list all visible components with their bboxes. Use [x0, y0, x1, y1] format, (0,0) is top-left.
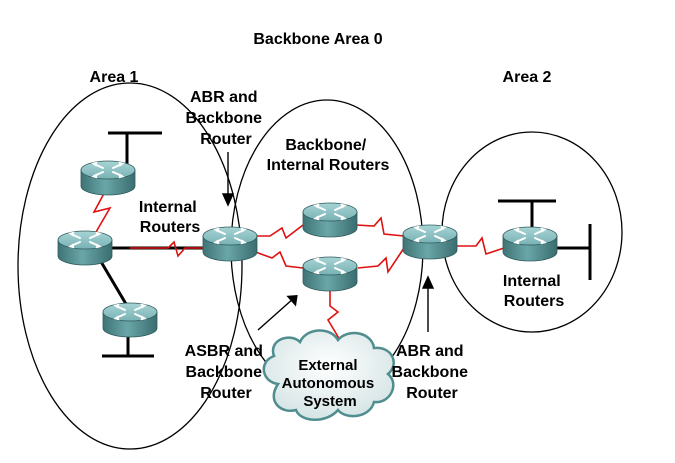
ethernet-drop-bottom-left: [98, 259, 128, 305]
router-abr-area2[interactable]: [402, 224, 458, 260]
annotation-arrows: [221, 152, 435, 332]
router-area1-middle[interactable]: [57, 230, 113, 266]
serial-link-asbr-external: [326, 288, 341, 341]
internal-routers-left-label: Internal Routers: [139, 199, 201, 236]
serial-link-area1-vertical: [92, 185, 112, 233]
arrow-abr-bottom-head: [421, 275, 435, 289]
router-abr-area1[interactable]: [202, 226, 258, 262]
serial-link-abr2-area2: [456, 236, 505, 256]
serial-link-area1-horizontal: [130, 240, 214, 258]
serial-link-abr1-backbone-bottom: [249, 249, 304, 269]
serial-link-backbone-bottom-abr2: [357, 247, 405, 275]
area-1-label: Area 1: [90, 69, 139, 86]
external-as-label: External Autonomous System: [282, 357, 379, 410]
asbr-backbone-label: ASBR and Backbone Router: [185, 343, 268, 402]
backbone-internal-label: Backbone/ Internal Routers: [267, 137, 390, 174]
abr-backbone-bottom-label: ABR and Backbone Router: [392, 343, 473, 402]
arrow-asbr-head: [286, 295, 298, 307]
router-area1-top[interactable]: [80, 160, 136, 196]
area-2-label: Area 2: [503, 69, 552, 86]
internal-routers-right-label: Internal Routers: [503, 273, 565, 310]
abr-backbone-top-label: ABR and Backbone Router: [186, 89, 267, 148]
router-backbone-top[interactable]: [302, 202, 358, 238]
router-asbr[interactable]: [302, 256, 358, 292]
router-area1-bottom[interactable]: [102, 302, 158, 338]
serial-link-backbone-top-abr2: [355, 216, 405, 237]
arrow-abr-top-head: [221, 193, 235, 207]
external-as-cloud-icon[interactable]: [262, 329, 395, 421]
arrow-asbr-line: [257, 297, 295, 331]
diagram-title: Backbone Area 0: [253, 31, 382, 48]
serial-link-abr1-backbone-top: [250, 224, 304, 240]
router-area2-internal[interactable]: [502, 226, 558, 262]
serial-links: [92, 185, 505, 341]
area-1-boundary: [17, 82, 243, 450]
